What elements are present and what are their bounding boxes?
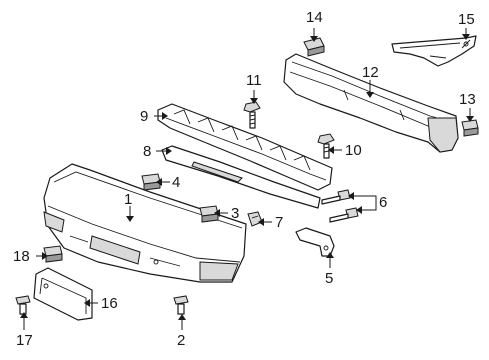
bolt-pair-part[interactable] <box>321 189 359 223</box>
callout-10: 10 <box>345 142 362 159</box>
callout-3: 3 <box>231 205 239 222</box>
energy-absorber-part[interactable] <box>157 103 333 191</box>
license-plate-bracket-part[interactable] <box>33 267 93 321</box>
callout-13: 13 <box>459 91 476 108</box>
callout-7: 7 <box>275 214 283 231</box>
callout-6: 6 <box>379 194 387 211</box>
callout-5: 5 <box>325 270 333 287</box>
callout-labels: 1 2 3 4 5 6 7 8 9 10 11 12 13 14 15 16 1… <box>13 9 476 349</box>
retainer-clip-part[interactable] <box>199 205 219 223</box>
callout-16: 16 <box>101 295 118 312</box>
callout-18: 18 <box>13 248 30 265</box>
impact-bar-part[interactable] <box>283 53 459 153</box>
screw-part[interactable] <box>15 295 31 315</box>
callout-9: 9 <box>140 108 148 125</box>
retainer-clip-part[interactable] <box>141 173 161 191</box>
bolt-part[interactable] <box>243 101 261 129</box>
callout-12: 12 <box>362 64 379 81</box>
callout-17: 17 <box>16 332 33 349</box>
screw-part[interactable] <box>173 295 189 315</box>
retainer-clip-part[interactable] <box>461 119 479 137</box>
callout-11: 11 <box>246 72 262 89</box>
callout-8: 8 <box>143 143 151 160</box>
mounting-bracket-part[interactable] <box>295 227 335 257</box>
bolt-part[interactable] <box>317 133 335 159</box>
callout-4: 4 <box>172 174 180 191</box>
callout-2: 2 <box>177 332 185 349</box>
retainer-clip-part[interactable] <box>43 245 63 263</box>
leader-lines <box>20 28 474 330</box>
nut-part[interactable] <box>247 211 263 227</box>
bumper-bracket-part[interactable] <box>391 35 477 67</box>
callout-14: 14 <box>306 9 323 26</box>
bumper-cover-part[interactable] <box>43 163 247 283</box>
bumper-strip-part[interactable] <box>161 145 321 209</box>
callout-1: 1 <box>124 191 132 208</box>
callout-15: 15 <box>458 11 475 28</box>
